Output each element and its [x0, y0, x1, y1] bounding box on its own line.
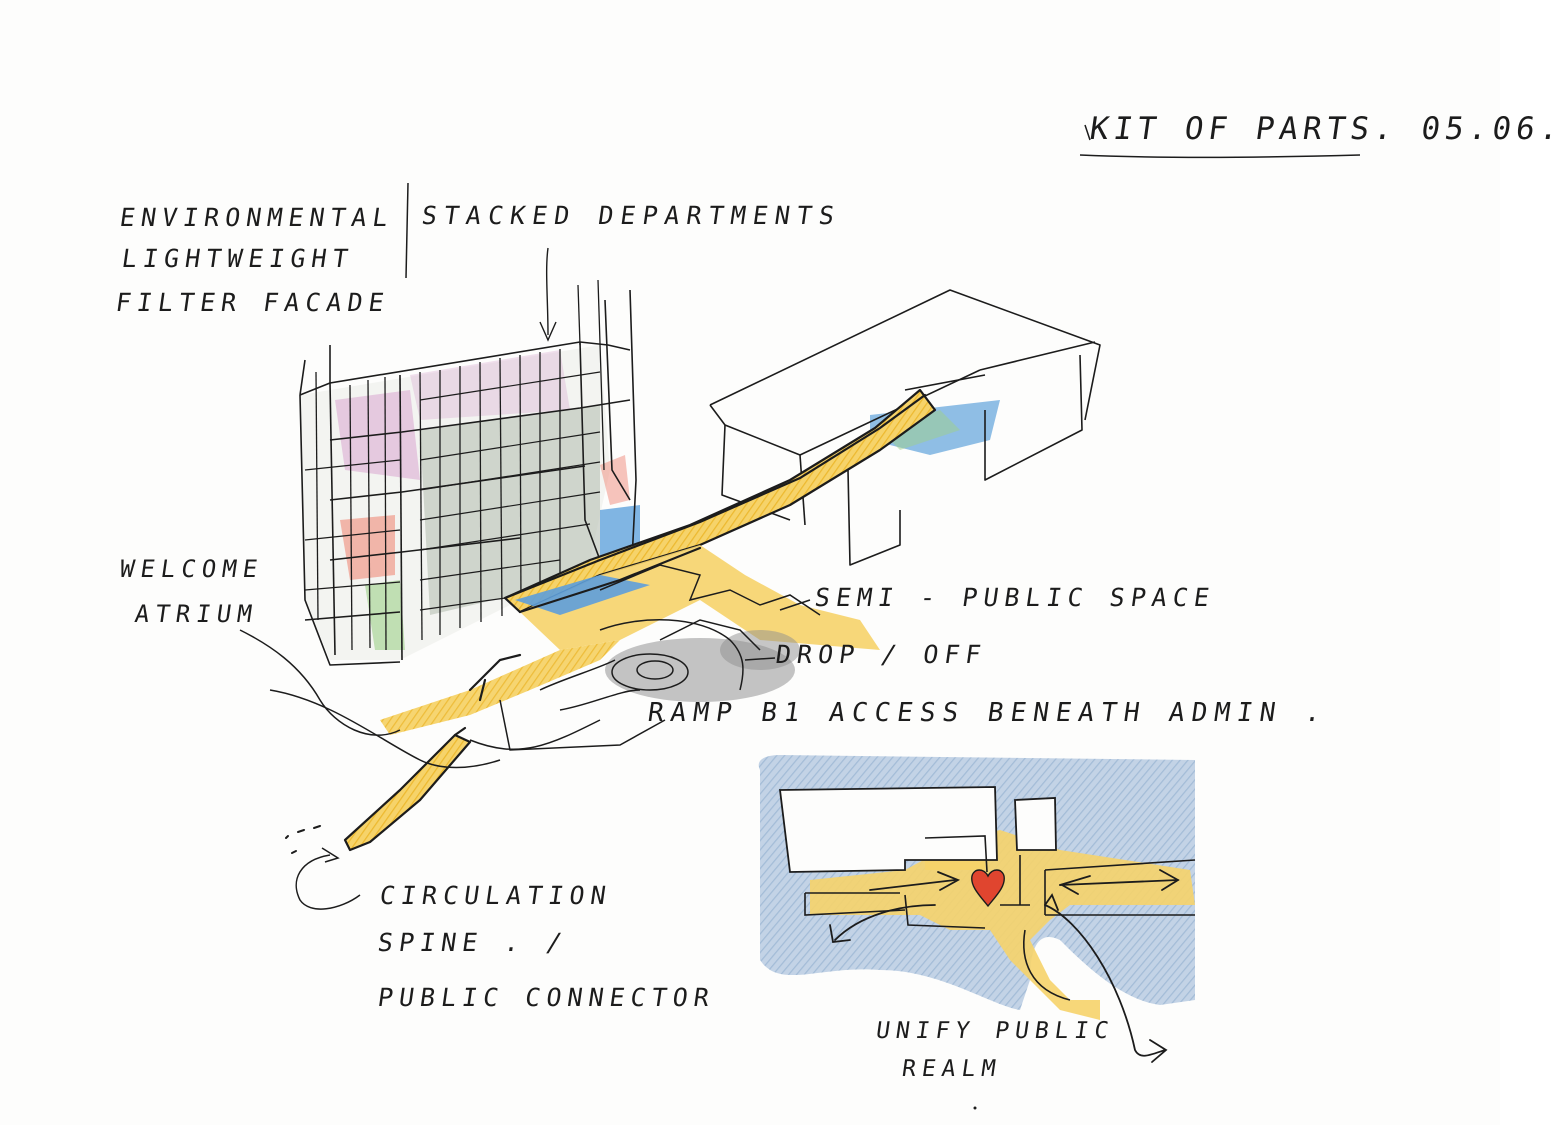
- sketch-title: KIT OF PARTS. 05.06.: [1087, 111, 1566, 147]
- label-stacked-departments: STACKED DEPARTMENTS: [419, 201, 844, 230]
- label-facade-line1: ENVIRONMENTAL: [117, 203, 396, 232]
- tower-block: [299, 247, 640, 666]
- label-semi-public-space: SEMI - PUBLIC SPACE: [812, 583, 1218, 612]
- heart-icon: [971, 869, 1005, 908]
- label-circulation-line3: PUBLIC CONNECTOR: [375, 983, 717, 1012]
- label-circulation-line2: SPINE . /: [375, 928, 570, 957]
- label-welcome-line1: WELCOME: [118, 555, 266, 583]
- circulation-spine: [269, 388, 937, 854]
- label-facade-line2: LIGHTWEIGHT: [119, 244, 356, 273]
- label-unify-line2: REALM: [900, 1056, 1004, 1082]
- label-circulation-line1: CIRCULATION: [377, 881, 614, 910]
- sketch-sheet: KIT OF PARTS. 05.06. ENVIRONMENTAL LIGHT…: [113, 111, 1566, 1110]
- label-unify-line1: UNIFY PUBLIC: [874, 1018, 1117, 1044]
- leader-lines: [239, 124, 1361, 910]
- site-plan-inset: [758, 755, 1196, 1063]
- label-welcome-line2: ATRIUM: [133, 600, 260, 628]
- label-facade-line3: FILTER FACADE: [113, 288, 392, 317]
- label-ramp-access: RAMP B1 ACCESS BENEATH ADMIN .: [645, 698, 1330, 728]
- axonometric-sketch: [239, 124, 1361, 1110]
- label-drop-off: DROP / OFF: [773, 640, 989, 669]
